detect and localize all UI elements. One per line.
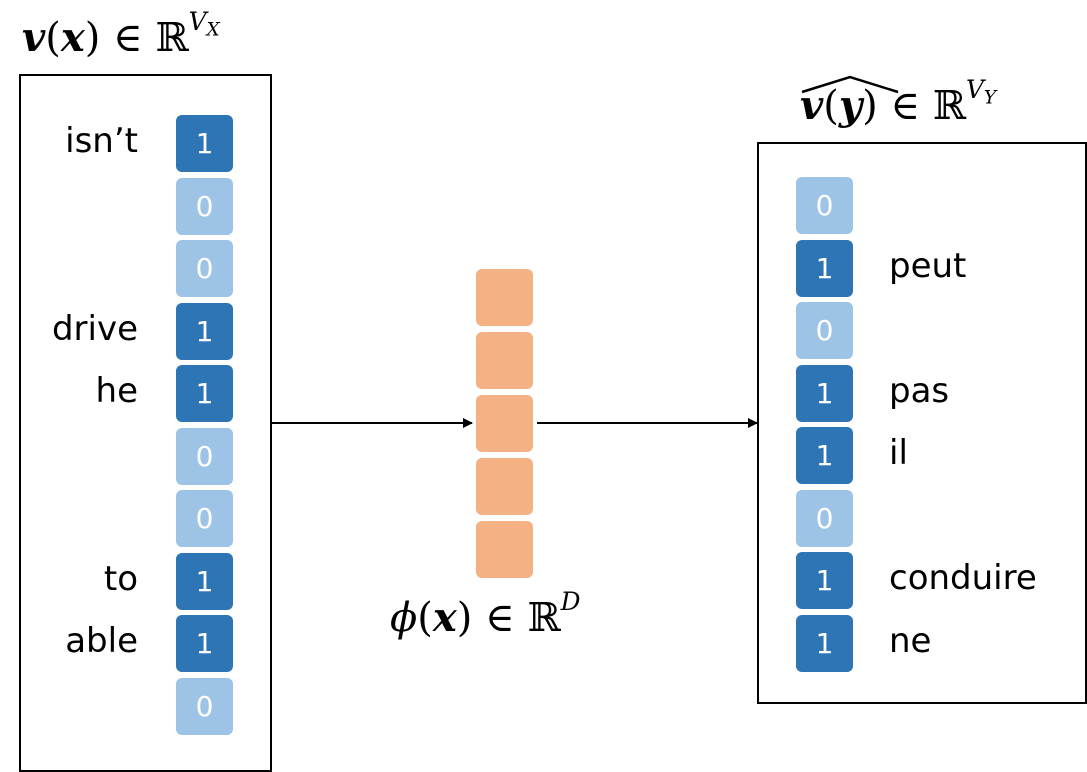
input-cell: 0 xyxy=(176,177,233,235)
embedding-cell xyxy=(476,395,533,452)
output-cell: 1 xyxy=(796,614,853,672)
hat-accent xyxy=(801,75,899,94)
output-cell: 1 xyxy=(796,552,853,609)
embedding-label: ϕ(x) ∈ ℝD xyxy=(390,586,581,641)
output-word: peut xyxy=(889,245,967,286)
input-word: isn’t xyxy=(65,121,138,161)
input-cell: 1 xyxy=(176,365,233,422)
embedding-cell xyxy=(476,332,533,389)
output-vector-label: v(y) ∈ ℝVY xyxy=(800,74,997,129)
input-cell: 1 xyxy=(176,552,233,610)
input-cell: 0 xyxy=(176,240,233,297)
output-cell: 1 xyxy=(796,364,853,422)
input-vector-label: v(x) ∈ ℝVX xyxy=(22,6,220,61)
output-cell: 1 xyxy=(796,239,853,297)
input-cell: 1 xyxy=(176,115,233,172)
input-cell: 1 xyxy=(176,615,233,672)
input-cell: 0 xyxy=(176,427,233,485)
input-word: able xyxy=(65,621,138,661)
embedding-cell xyxy=(476,521,533,578)
output-word: ne xyxy=(889,620,932,661)
output-word: il xyxy=(889,433,908,473)
output-cell: 0 xyxy=(796,177,853,234)
input-word: drive xyxy=(51,308,138,349)
output-word: conduire xyxy=(889,558,1037,598)
input-word: he xyxy=(95,371,138,411)
output-vector-frame xyxy=(757,142,1087,704)
output-cell: 0 xyxy=(796,302,853,359)
input-cell: 0 xyxy=(176,677,233,735)
embedding-cell xyxy=(476,269,533,326)
embedding-cell xyxy=(476,458,533,515)
input-word: to xyxy=(103,558,138,599)
output-cell: 1 xyxy=(796,427,853,484)
output-word: pas xyxy=(889,370,950,411)
input-cell: 0 xyxy=(176,490,233,547)
output-cell: 0 xyxy=(796,489,853,547)
input-cell: 1 xyxy=(176,302,233,360)
